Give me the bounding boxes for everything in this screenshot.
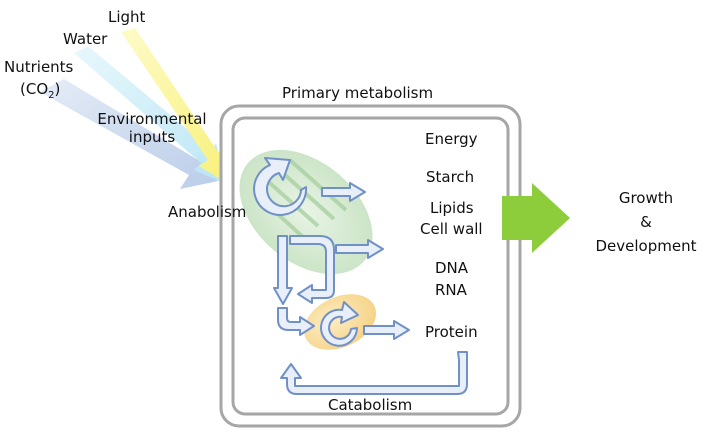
growth-line-1: Growth [618,189,674,207]
product-energy: Energy [425,130,478,148]
label-primary-metabolism: Primary metabolism [282,84,434,102]
label-catabolism: Catabolism [328,396,413,414]
co2-subscript: 2 [48,90,55,101]
arrow-down-left [273,235,293,305]
product-starch: Starch [426,168,475,186]
label-anabolism: Anabolism [168,203,247,221]
arrow-to-starch [321,182,366,202]
label-light: Light [108,8,146,26]
product-lipids: Lipids [430,199,474,217]
cycle-arrow-chloroplast [253,157,308,216]
growth-output-arrow [502,183,570,253]
growth-line-2: & [640,213,652,231]
environmental-line-2: inputs [128,128,176,146]
environmental-line-1: Environmental [97,110,207,128]
light-beam [121,28,232,186]
nutrient-beam [40,79,218,189]
label-water: Water [63,30,108,48]
product-protein: Protein [425,323,478,341]
catabolism-loop-arrow [280,351,468,395]
co2-open: (CO [20,80,49,98]
metabolic-flow [253,157,468,395]
arrow-to-cellwall [335,239,384,259]
label-growth-development: Growth & Development [582,186,710,258]
arrow-to-protein [363,320,410,340]
product-dna: DNA [435,259,469,277]
water-beam [74,46,226,184]
product-cell-wall: Cell wall [420,220,483,238]
label-environmental-inputs: Environmental inputs [92,110,212,146]
cycle-arrow-mitochondrion [320,301,359,347]
label-nutrients: Nutrients [4,58,74,76]
product-rna: RNA [435,281,467,299]
input-beams [40,28,232,189]
growth-line-3: Development [595,237,697,255]
co2-close: ) [54,80,61,98]
arrow-to-mito-cycle [277,307,315,336]
label-co2: (CO2) [20,80,61,101]
arrow-hook-down [289,235,335,304]
